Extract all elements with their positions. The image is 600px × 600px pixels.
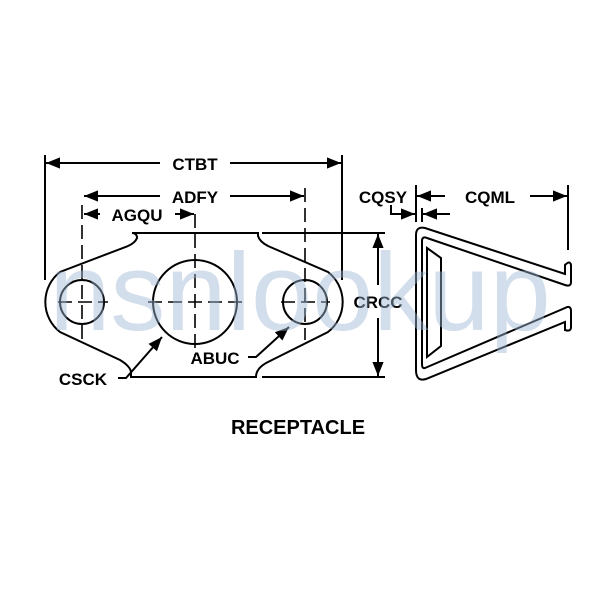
centerlines [58, 188, 330, 355]
clip-side-view [415, 226, 572, 381]
dim-label-crcc: CRCC [353, 293, 402, 312]
dim-label-ctbt: CTBT [172, 155, 218, 174]
dim-label-adfy: ADFY [172, 188, 219, 207]
dim-label-cqsy: CQSY [359, 188, 408, 207]
plate-outline [44, 232, 344, 378]
dim-label-abuc: ABUC [190, 349, 239, 368]
watermark: nsnlookup [49, 231, 551, 354]
diagram-caption: RECEPTACLE [231, 417, 365, 439]
dim-label-csck: CSCK [59, 370, 108, 389]
dim-label-cqml: CQML [465, 188, 515, 207]
dim-label-agqu: AGQU [112, 206, 163, 225]
